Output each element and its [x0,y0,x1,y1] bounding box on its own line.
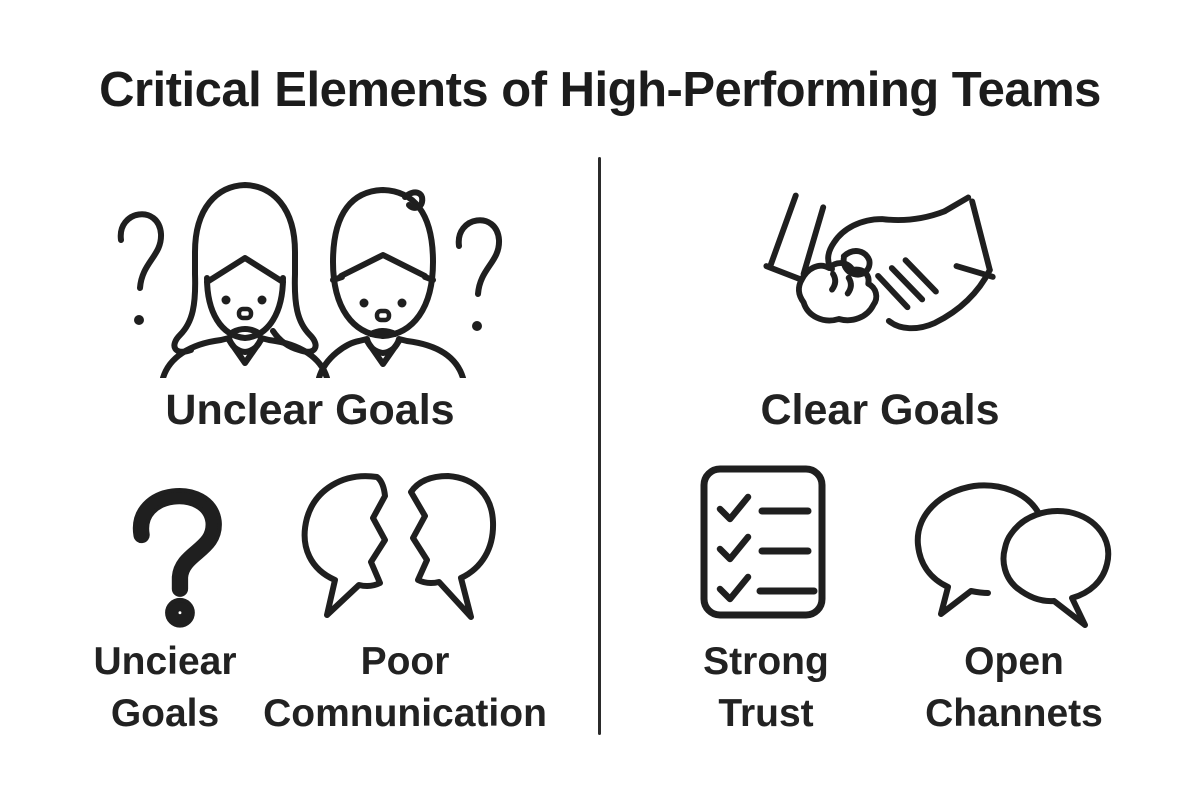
strong-trust-line1: Strong [703,640,829,683]
page-title: Critical Elements of High-Performing Tea… [99,63,1101,117]
poor-communication-label: Poor Comnunication [240,636,570,740]
vertical-divider [598,157,601,735]
checklist-icon [700,465,826,619]
unciear-goals-line1: Unciear [93,640,237,683]
open-channels-label: Open Channets [849,636,1179,740]
confused-people-icon [117,182,502,378]
strong-trust-line2: Trust [718,692,814,735]
clear-goals-label: Clear Goals [760,386,1000,434]
speech-bubbles-icon [914,482,1112,628]
open-channels-line1: Open [964,640,1064,683]
strong-trust-label: Strong Trust [636,636,896,740]
open-channels-line2: Channets [925,692,1103,735]
poor-communication-line2: Comnunication [263,692,547,735]
unciear-goals-line2: Goals [110,692,220,735]
broken-speech-bubbles-icon [301,473,497,620]
unclear-goals-label: Unclear Goals [165,386,455,434]
poor-communication-line1: Poor [360,640,450,683]
question-mark-icon [133,488,222,628]
unciear-goals-label: Unciear Goals [35,636,295,740]
handshake-icon [763,192,996,332]
